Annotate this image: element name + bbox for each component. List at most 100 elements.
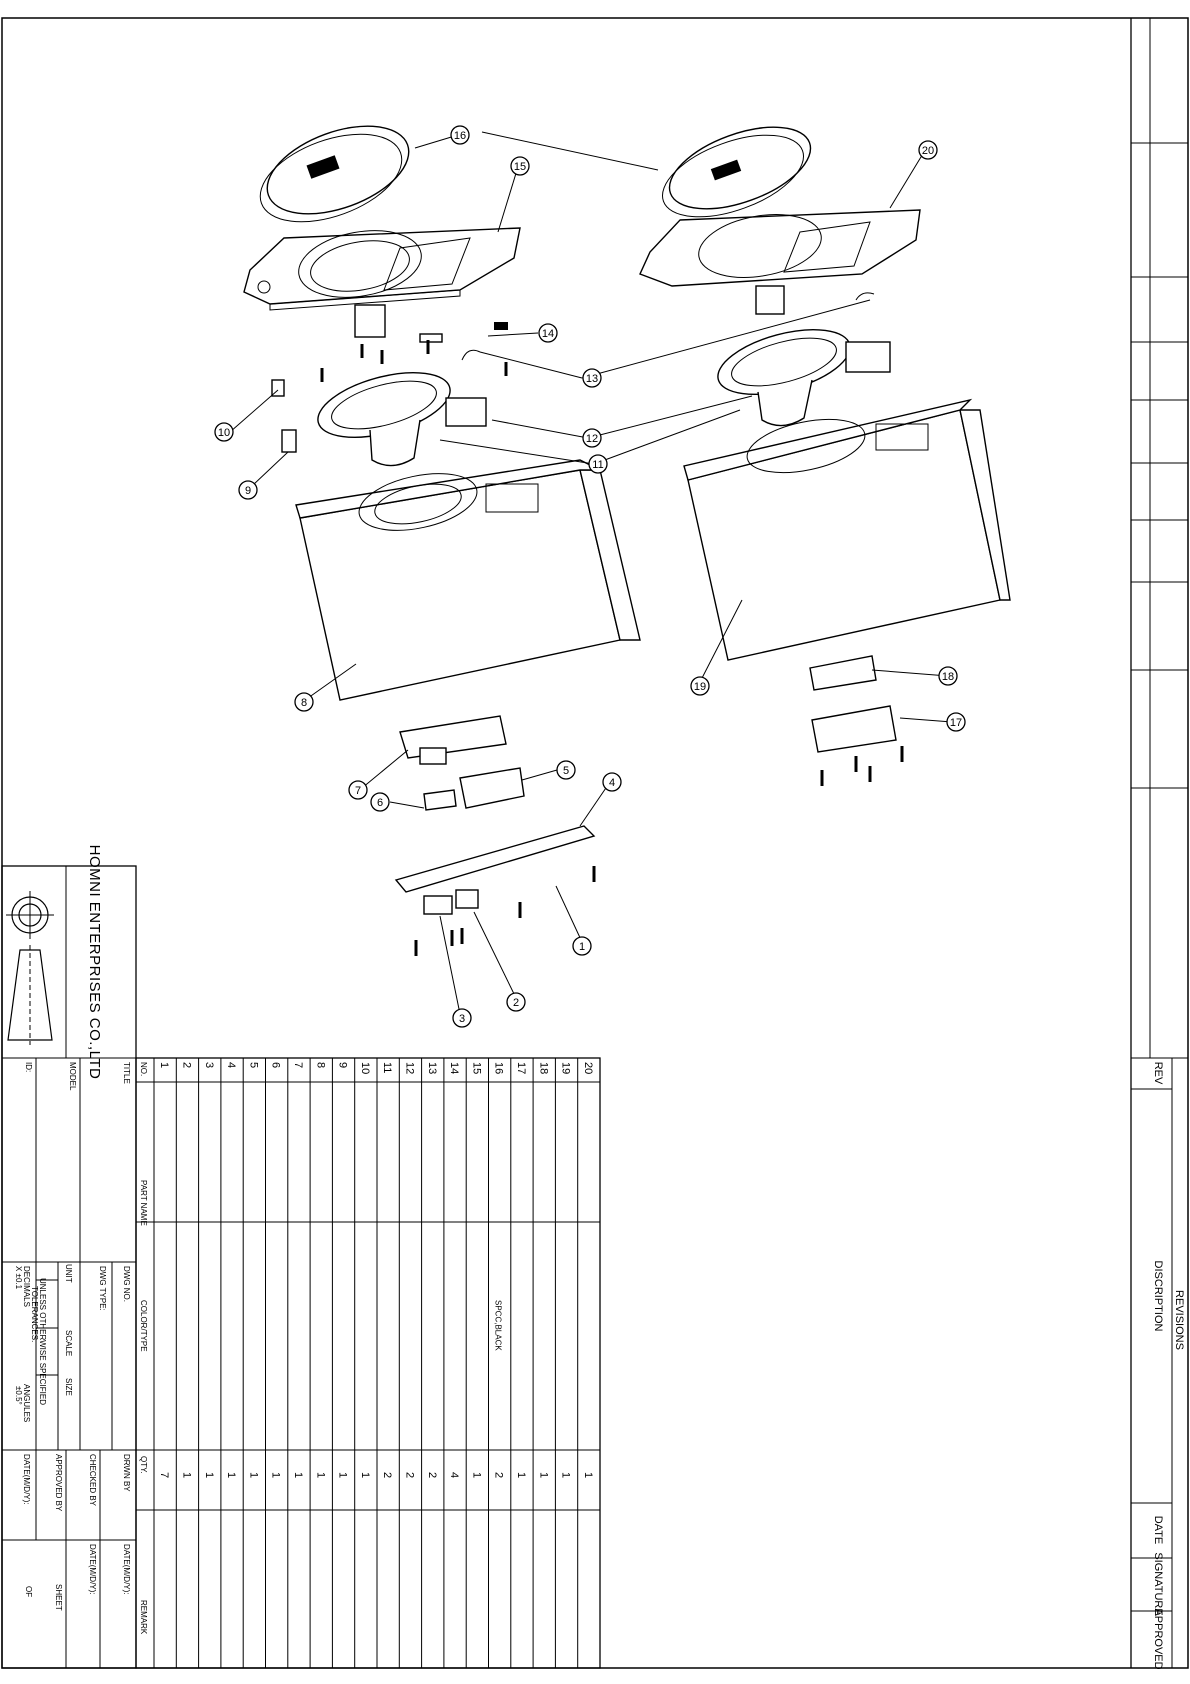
balloon-6: 6 — [370, 792, 390, 812]
id-label: ID: — [24, 1062, 33, 1072]
bom-row-color: SPCC,BLACK — [494, 1300, 503, 1351]
bom-row-qty: 1 — [270, 1472, 282, 1478]
tolerance-label: UNLESS OTHERWISE SPECIFIED — [38, 1278, 47, 1405]
date-label-3: DATE(M/D/Y): — [88, 1544, 97, 1595]
decimals-value: X ±0.1 — [14, 1266, 23, 1290]
bom-row-qty: 4 — [448, 1472, 460, 1478]
dwg-type-label: DWG TYPE: — [98, 1266, 107, 1311]
bom-row-qty: 1 — [314, 1472, 326, 1478]
bom-row-no: 15 — [470, 1062, 482, 1074]
sheet-label: SHEET — [54, 1584, 63, 1611]
title-block: HOMNI ENTERPRISES CO.,LTD TITLE MODEL ID… — [1, 845, 137, 1669]
balloon-2: 2 — [506, 992, 526, 1012]
balloon-12: 12 — [582, 428, 602, 448]
bom-row-no: 5 — [247, 1062, 259, 1068]
bom-row-no: 18 — [537, 1062, 549, 1074]
rev-date-label: DATE — [1152, 1516, 1164, 1545]
angles-value: ±0.5° — [14, 1386, 23, 1405]
balloon-14: 14 — [538, 323, 558, 343]
bom-row-qty: 1 — [203, 1472, 215, 1478]
balloon-5: 5 — [556, 760, 576, 780]
date-label: DATE(M/D/Y): — [22, 1454, 31, 1505]
bom-row-no: 9 — [337, 1062, 349, 1068]
bom-row-qty: 1 — [560, 1472, 572, 1478]
bom-row-qty: 1 — [337, 1472, 349, 1478]
svg-text:15: 15 — [514, 161, 526, 173]
balloon-16a: 16 — [450, 125, 470, 145]
date-label-2: DATE(M/D/Y): — [122, 1544, 131, 1595]
bom-row-qty: 1 — [470, 1472, 482, 1478]
balloon-18: 18 — [938, 666, 958, 686]
balloon-7: 7 — [348, 780, 368, 800]
balloon-9: 9 — [238, 480, 258, 500]
cabinet-left — [295, 459, 641, 701]
unit-label: UNIT — [64, 1264, 73, 1283]
bom-row-qty: 1 — [537, 1472, 549, 1478]
signature-label: SIGNATURE — [1152, 1552, 1164, 1615]
back-parts-right — [809, 655, 904, 786]
speaker-cover-left — [259, 125, 410, 223]
balloon-10: 10 — [214, 422, 234, 442]
balloon-8: 8 — [294, 692, 314, 712]
bom-row-qty: 1 — [225, 1472, 237, 1478]
dwg-no-label: DWG NO. — [122, 1266, 131, 1302]
rev-label: REV — [1152, 1062, 1164, 1085]
approved-by-label: APPROVED BY — [54, 1454, 63, 1512]
balloon-3: 3 — [452, 1008, 472, 1028]
bom-row-qty: 2 — [493, 1472, 505, 1478]
leader-lines — [229, 131, 953, 1015]
bom-row-no: 12 — [403, 1062, 415, 1074]
svg-text:6: 6 — [377, 797, 383, 809]
bom-row-no: 11 — [381, 1062, 393, 1073]
balloon-13: 13 — [582, 368, 602, 388]
svg-text:7: 7 — [355, 785, 361, 797]
svg-text:3: 3 — [459, 1013, 465, 1025]
balloon-4: 4 — [602, 772, 622, 792]
bom-row-no: 16 — [493, 1062, 505, 1074]
svg-text:20: 20 — [922, 145, 934, 157]
company-logo — [6, 891, 54, 1045]
svg-text:19: 19 — [694, 681, 706, 693]
checked-by-label: CHECKED BY — [88, 1454, 97, 1507]
revisions-title: REVISIONS — [1173, 1290, 1185, 1350]
bom-row-no: 19 — [560, 1062, 572, 1074]
balloon-17: 17 — [946, 712, 966, 732]
svg-text:4: 4 — [609, 777, 615, 789]
svg-text:12: 12 — [586, 433, 598, 445]
balloon-20: 20 — [918, 140, 938, 160]
cabinet-right — [683, 398, 1011, 661]
bom-row-no: 7 — [292, 1062, 304, 1068]
front-panel-right — [639, 209, 921, 315]
bom-header-part-name: PART NAME — [139, 1180, 148, 1226]
revisions-block: REVISIONS REV DISCRIPTION DATE SIGNATURE… — [1130, 18, 1188, 1670]
bom-row-qty: 1 — [292, 1472, 304, 1478]
bom-row-qty: 2 — [426, 1472, 438, 1478]
bom-row-qty: 1 — [515, 1472, 527, 1478]
bom-header-remark: REMARK — [139, 1600, 148, 1635]
bom-row-no: 6 — [270, 1062, 282, 1068]
bom-row-no: 2 — [180, 1062, 192, 1068]
bom-row-qty: 2 — [381, 1472, 393, 1478]
svg-text:11: 11 — [592, 459, 603, 471]
svg-text:8: 8 — [301, 697, 307, 709]
balloon-1: 1 — [572, 936, 592, 956]
bom-row-qty: 1 — [180, 1472, 192, 1478]
of-label: OF — [24, 1586, 33, 1597]
bom-row-no: 4 — [225, 1062, 237, 1068]
balloon-11: 11 — [588, 454, 608, 474]
bom-header-no: NO. — [139, 1062, 148, 1076]
woofer-left — [317, 372, 451, 467]
bom-row-no: 14 — [448, 1062, 460, 1074]
sheet-border — [1, 17, 1189, 1669]
tolerances-label: TOLERANCES: — [30, 1286, 39, 1342]
angles-label: ANGULES — [22, 1384, 31, 1422]
bom-row-qty: 1 — [359, 1472, 371, 1478]
scale-label: SCALE — [64, 1330, 73, 1356]
small-parts-left — [271, 322, 508, 453]
woofer-right — [717, 292, 891, 427]
rev-approved-label: APPROVED — [1152, 1608, 1164, 1669]
front-panel-left — [243, 227, 521, 338]
size-label: SIZE — [64, 1378, 73, 1396]
bom-row-no: 1 — [158, 1062, 170, 1068]
